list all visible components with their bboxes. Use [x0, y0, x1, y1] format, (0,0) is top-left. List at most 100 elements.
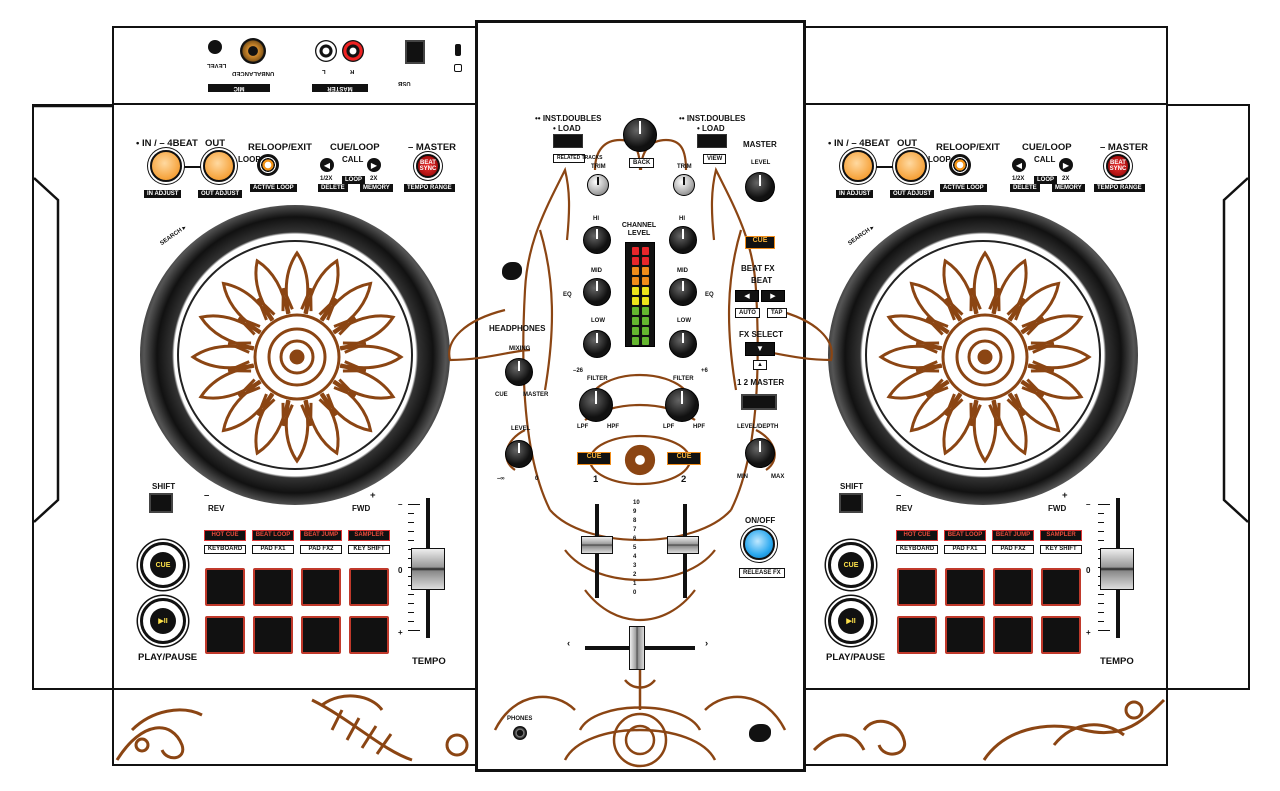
meter-segment — [631, 257, 639, 265]
load-left-button[interactable] — [553, 134, 583, 148]
cueloop-label: CUE/LOOP — [330, 142, 380, 153]
performance-pad[interactable] — [349, 568, 389, 606]
fx-channel-select-switch[interactable] — [741, 394, 777, 410]
phones-jack[interactable] — [513, 726, 527, 740]
delete-label: DELETE — [318, 184, 348, 192]
ch2-trim-knob[interactable] — [673, 174, 695, 196]
usb-port[interactable] — [405, 40, 425, 64]
performance-pad[interactable] — [205, 616, 245, 654]
cueloop-next-button[interactable]: ▶ — [1059, 158, 1073, 172]
tempo-range-label: TEMPO RANGE — [1094, 184, 1145, 192]
cue-button[interactable]: CUE — [828, 542, 874, 588]
ch2-fader-handle[interactable] — [667, 536, 699, 554]
tempo-zero: 0 — [398, 566, 403, 575]
fx-select-button[interactable]: ▼ — [745, 342, 775, 356]
ch2-low-knob[interactable] — [669, 330, 697, 358]
fader-scale-mark: 5 — [633, 545, 637, 551]
reloop-button[interactable] — [949, 154, 971, 176]
shift-button[interactable] — [149, 493, 173, 513]
out-button[interactable] — [895, 150, 927, 182]
reloop-button[interactable] — [257, 154, 279, 176]
tempo-slider-handle[interactable] — [1100, 548, 1134, 590]
tempo-slider-handle[interactable] — [411, 548, 445, 590]
ch2-mid-knob[interactable] — [669, 278, 697, 306]
performance-pad[interactable] — [253, 616, 293, 654]
pad-mode-button[interactable]: BEAT LOOP — [252, 530, 294, 541]
play-pause-button[interactable]: ▶II — [828, 598, 874, 644]
pad-mode-button[interactable]: SAMPLER — [1040, 530, 1082, 541]
performance-pad[interactable] — [349, 616, 389, 654]
ch1-low-knob[interactable] — [583, 330, 611, 358]
performance-pad[interactable] — [945, 568, 985, 606]
headphones-mixing-knob[interactable] — [505, 358, 533, 386]
master-out-r-jack[interactable] — [342, 40, 364, 62]
pad-mode-button[interactable]: BEAT JUMP — [300, 530, 342, 541]
fx-on-off-button[interactable] — [743, 528, 775, 560]
tempo-tick — [1098, 522, 1104, 523]
ch2-cue-button[interactable]: CUE — [667, 452, 701, 465]
pad-mode-button[interactable]: BEAT LOOP — [944, 530, 986, 541]
tempo-tick — [1098, 540, 1104, 541]
performance-pad[interactable] — [1041, 568, 1081, 606]
ch2-hi-knob[interactable] — [669, 226, 697, 254]
crossfader-handle[interactable] — [629, 626, 645, 670]
load-right-button[interactable] — [697, 134, 727, 148]
ch1-cue-button[interactable]: CUE — [577, 452, 611, 465]
performance-pad[interactable] — [1041, 616, 1081, 654]
beat-sync-button[interactable]: BEAT SYNC — [416, 154, 440, 178]
in-button[interactable] — [150, 150, 182, 182]
performance-pad[interactable] — [993, 568, 1033, 606]
out-button[interactable] — [203, 150, 235, 182]
ch1-trim-knob[interactable] — [587, 174, 609, 196]
cueloop-prev-button[interactable]: ◀ — [1012, 158, 1026, 172]
right-top-divider — [804, 103, 1168, 105]
performance-pad[interactable] — [253, 568, 293, 606]
mic-jack[interactable] — [240, 38, 266, 64]
mixing-cue-label: CUE — [495, 392, 508, 398]
cueloop-prev-button[interactable]: ◀ — [320, 158, 334, 172]
performance-pad[interactable] — [205, 568, 245, 606]
performance-pad[interactable] — [945, 616, 985, 654]
fx-level-depth-knob[interactable] — [745, 438, 775, 468]
pad-mode-button[interactable]: BEAT JUMP — [992, 530, 1034, 541]
master-out-l-jack[interactable] — [315, 40, 337, 62]
reloop-label: RELOOP/EXIT — [248, 142, 312, 153]
play-pause-button[interactable]: ▶II — [140, 598, 186, 644]
beat-sync-button[interactable]: BEAT SYNC — [1106, 154, 1130, 178]
jog-platter-top[interactable] — [865, 240, 1101, 470]
cue-button[interactable]: CUE — [140, 542, 186, 588]
performance-pad[interactable] — [301, 568, 341, 606]
ch2-trim-label: TRIM — [677, 164, 692, 170]
mic-level-knob[interactable] — [208, 40, 222, 54]
in-button[interactable] — [842, 150, 874, 182]
tempo-tick — [408, 513, 414, 514]
double-label: 2X — [1062, 176, 1070, 182]
related-tracks-label: RELATED TRACKS — [553, 154, 602, 163]
ch1-hi-knob[interactable] — [583, 226, 611, 254]
ch1-mid-knob[interactable] — [583, 278, 611, 306]
beat-right-button[interactable]: ▶ — [761, 290, 785, 302]
pad-mode-button[interactable]: HOT CUE — [204, 530, 246, 541]
half-label: 1/2X — [1012, 176, 1025, 182]
beat-left-button[interactable]: ◀ — [735, 290, 759, 302]
headphones-level-knob[interactable] — [505, 440, 533, 468]
cueloop-next-button[interactable]: ▶ — [367, 158, 381, 172]
ch1-filter-knob[interactable] — [579, 388, 613, 422]
browse-knob[interactable] — [623, 118, 657, 152]
shift-button[interactable] — [839, 493, 863, 513]
performance-pad[interactable] — [897, 568, 937, 606]
master-level-knob[interactable] — [745, 172, 775, 202]
ch1-fader-handle[interactable] — [581, 536, 613, 554]
pad-mode-button[interactable]: HOT CUE — [896, 530, 938, 541]
master-cue-button[interactable]: CUE — [745, 236, 775, 249]
view-label: VIEW — [703, 154, 727, 164]
ch2-filter-knob[interactable] — [665, 388, 699, 422]
inner-petal — [915, 360, 940, 373]
performance-pad[interactable] — [897, 616, 937, 654]
inner-petal — [969, 287, 982, 312]
performance-pad[interactable] — [301, 616, 341, 654]
jog-platter-top[interactable] — [177, 240, 413, 470]
tempo-tick — [1098, 513, 1104, 514]
performance-pad[interactable] — [993, 616, 1033, 654]
pad-mode-button[interactable]: SAMPLER — [348, 530, 390, 541]
